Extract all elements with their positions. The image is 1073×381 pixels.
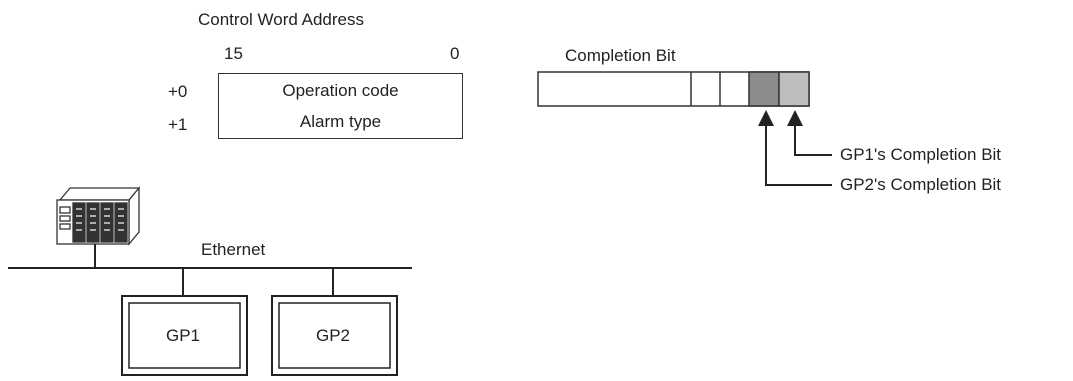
alarm-type-cell: Alarm type	[218, 105, 463, 139]
gp1-arrow-head	[787, 110, 803, 126]
ethernet-label: Ethernet	[201, 240, 266, 259]
offset-0-label: +0	[168, 82, 188, 101]
gp1-completion-bit-label: GP1's Completion Bit	[840, 145, 1002, 164]
gp2-completion-bit	[748, 71, 780, 107]
gp1-label: GP1	[166, 326, 201, 345]
completion-register	[537, 71, 810, 107]
bit-high-label: 15	[224, 44, 243, 63]
gp2-completion-bit-label: GP2's Completion Bit	[840, 175, 1002, 194]
gp1-terminal	[121, 295, 248, 376]
gp1-completion-bit	[778, 71, 810, 107]
gp2-label: GP2	[316, 326, 351, 345]
ethernet-bus	[8, 244, 412, 296]
completion-bit-title: Completion Bit	[565, 46, 676, 65]
gp1-bit-arrow	[794, 124, 832, 156]
control-word-title: Control Word Address	[198, 10, 364, 29]
gp2-arrow-head	[758, 110, 774, 126]
offset-1-label: +1	[168, 115, 188, 134]
bit-low-label: 0	[450, 44, 460, 63]
plc-rack-icon	[56, 186, 141, 246]
operation-code-cell: Operation code	[218, 73, 463, 107]
gp2-terminal	[271, 295, 398, 376]
gp2-bit-arrow	[765, 124, 832, 186]
